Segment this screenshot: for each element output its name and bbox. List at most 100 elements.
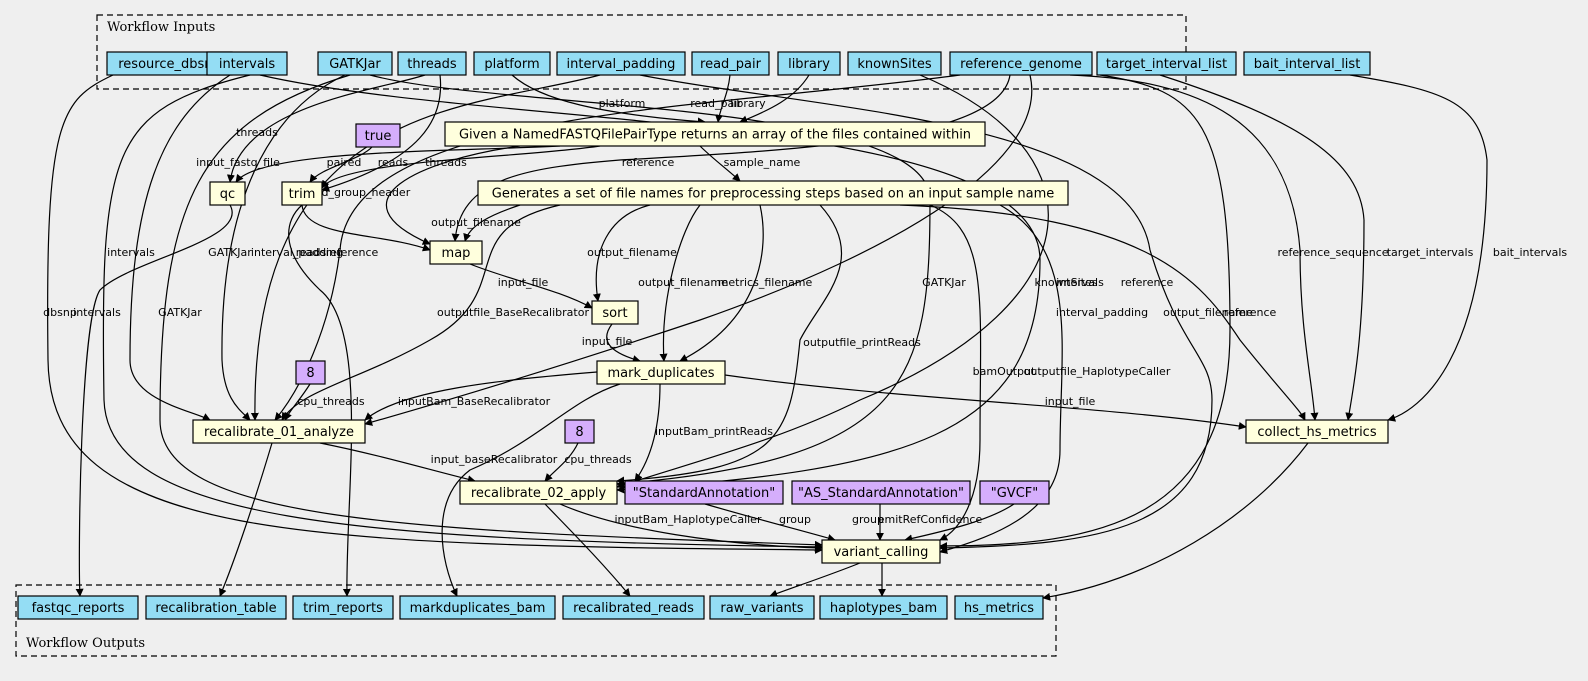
- node-box: [949, 51, 1093, 76]
- input-platform-node[interactable]: platform: [473, 51, 551, 76]
- edge-st-names-to-st-sort: [592, 204, 651, 302]
- output-fastqc-reports-node[interactable]: fastqc_reports: [17, 595, 139, 620]
- edge-label-reads: reads: [296, 246, 327, 259]
- node-label: map: [442, 246, 471, 261]
- input-target-interval-list-node[interactable]: target_interval_list: [1096, 51, 1237, 76]
- node-box: [691, 51, 770, 76]
- constant-true-node[interactable]: true: [355, 123, 401, 148]
- edge-st-names-to-st-map: [463, 204, 521, 242]
- edge-label-paired: paired: [327, 156, 362, 169]
- node-box: [192, 419, 366, 444]
- edge-c-8a-to-st-recal1: [284, 383, 311, 421]
- edge-st-md-to-st-recal2: [634, 383, 661, 482]
- node-label: GATKJar: [329, 57, 381, 72]
- edge-label-metrics-filename: metrics_filename: [718, 276, 813, 289]
- node-box: [145, 595, 287, 620]
- node-label: 8: [575, 425, 583, 440]
- edge-in-ref-to-st-hsm: [1069, 74, 1319, 421]
- edge-st-recal1-to-st-recal2: [319, 442, 476, 484]
- node-box: [819, 595, 948, 620]
- input-library-node[interactable]: library: [777, 51, 841, 76]
- constant-as-standardannotation-node[interactable]: "AS_StandardAnnotation": [791, 480, 971, 505]
- node-box: [954, 595, 1044, 620]
- node-box: [355, 123, 401, 148]
- step-sort-node[interactable]: sort: [591, 300, 639, 325]
- input-gatkjar-node[interactable]: GATKJar: [317, 51, 393, 76]
- constant-8-node[interactable]: 8: [295, 360, 326, 385]
- node-box: [444, 121, 986, 147]
- input-bait-interval-list-node[interactable]: bait_interval_list: [1243, 51, 1371, 76]
- input-intervals-node[interactable]: intervals: [206, 51, 288, 76]
- step-trim-node[interactable]: trim: [281, 181, 323, 206]
- edge-label-outputfile-printreads: outputfile_printReads: [803, 336, 921, 349]
- node-label: read_pair: [700, 57, 762, 72]
- input-threads-node[interactable]: threads: [397, 51, 467, 76]
- step-recalibrate-02-apply-node[interactable]: recalibrate_02_apply: [459, 480, 618, 505]
- edge-label-group: group: [779, 513, 811, 526]
- node-box: [564, 419, 595, 444]
- step-generates-a-set-of-file-names-for-preprocessing-steps-based-on-an-input-sample-name-node[interactable]: Generates a set of file names for prepro…: [477, 180, 1069, 206]
- node-label: markduplicates_bam: [410, 601, 546, 616]
- edge-st-names-to-st-hsm: [899, 204, 1306, 421]
- output-haplotypes-bam-node[interactable]: haplotypes_bam: [819, 595, 948, 620]
- edge-label-inputbam-haplotypecaller: inputBam_HaplotypeCaller: [615, 513, 762, 526]
- edge-label-read-group-header: read_group_header: [304, 186, 411, 199]
- edge-st-recal2-to-out-recalreads: [544, 503, 631, 597]
- edge-st-qc-to-out-fastqc: [75, 204, 233, 597]
- edge-st-trim-to-st-map: [301, 204, 431, 252]
- output-hs-metrics-node[interactable]: hs_metrics: [954, 595, 1044, 620]
- edge-in-library-to-st-extract: [739, 74, 810, 124]
- step-collect-hs-metrics-node[interactable]: collect_hs_metrics: [1245, 419, 1389, 444]
- step-mark-duplicates-node[interactable]: mark_duplicates: [596, 360, 726, 385]
- output-raw-variants-node[interactable]: raw_variants: [709, 595, 815, 620]
- edge-label-intervals: intervals: [1056, 276, 1104, 289]
- step-variant-calling-node[interactable]: variant_calling: [821, 539, 941, 564]
- edge-label-gatkjar: GATKJar: [922, 276, 966, 289]
- constant-standardannotation-node[interactable]: "StandardAnnotation": [624, 480, 784, 505]
- node-box: [397, 51, 467, 76]
- output-markduplicates-bam-node[interactable]: markduplicates_bam: [399, 595, 556, 620]
- step-map-node[interactable]: map: [429, 240, 483, 265]
- input-interval-padding-node[interactable]: interval_padding: [556, 51, 686, 76]
- edge-label-output-filename: output_filename: [431, 216, 521, 229]
- edge-label-reference: reference: [1224, 306, 1277, 319]
- edge-label-bamoutput: bamOutput: [973, 365, 1036, 378]
- node-label: recalibrate_02_apply: [471, 486, 607, 501]
- edge-in-target-to-st-hsm: [1159, 74, 1365, 421]
- constant-gvcf-node[interactable]: "GVCF": [979, 480, 1050, 505]
- edge-label-interval-padding: interval_padding: [1056, 306, 1148, 319]
- node-box: [777, 51, 841, 76]
- edge-label-input-file: input_file: [1045, 395, 1096, 408]
- step-qc-node[interactable]: qc: [209, 181, 246, 206]
- node-label: knownSites: [857, 57, 932, 72]
- edge-label-knownsites: knownSites: [1035, 276, 1098, 289]
- node-box: [709, 595, 815, 620]
- edge-label-bait-intervals: bait_intervals: [1493, 246, 1568, 259]
- node-label: 8: [306, 366, 314, 381]
- output-recalibrated-reads-node[interactable]: recalibrated_reads: [562, 595, 705, 620]
- node-box: [1096, 51, 1237, 76]
- node-label: interval_padding: [567, 57, 676, 72]
- output-recalibration-table-node[interactable]: recalibration_table: [145, 595, 287, 620]
- edge-st-names-to-st-vc: [929, 204, 982, 541]
- edge-st-names-to-st-recal1: [281, 204, 561, 421]
- edge-st-names-to-st-md: [679, 204, 764, 362]
- node-label: fastqc_reports: [32, 601, 125, 616]
- node-box: [979, 480, 1050, 505]
- node-label: reference_genome: [960, 57, 1082, 72]
- edge-st-vc-to-out-rawvar: [769, 562, 861, 598]
- node-box: [556, 51, 686, 76]
- step-recalibrate-01-analyze-node[interactable]: recalibrate_01_analyze: [192, 419, 366, 444]
- input-knownsites-node[interactable]: knownSites: [847, 51, 942, 76]
- constant-8-node[interactable]: 8: [564, 419, 595, 444]
- input-reference-genome-node[interactable]: reference_genome: [949, 51, 1093, 76]
- edge-label-cpu-threads: cpu_threads: [564, 453, 632, 466]
- output-trim-reports-node[interactable]: trim_reports: [292, 595, 394, 620]
- step-given-a-namedfastqfilepairtype-returns-an-array-of-the-files-contained-within-node[interactable]: Given a NamedFASTQFilePairType returns a…: [444, 121, 986, 147]
- edge-label-intervals: intervals: [73, 306, 121, 319]
- input-read-pair-node[interactable]: read_pair: [691, 51, 770, 76]
- node-label: trim: [289, 187, 316, 202]
- node-label: library: [788, 57, 830, 72]
- edge-st-recal1-to-out-recaltable: [219, 442, 273, 597]
